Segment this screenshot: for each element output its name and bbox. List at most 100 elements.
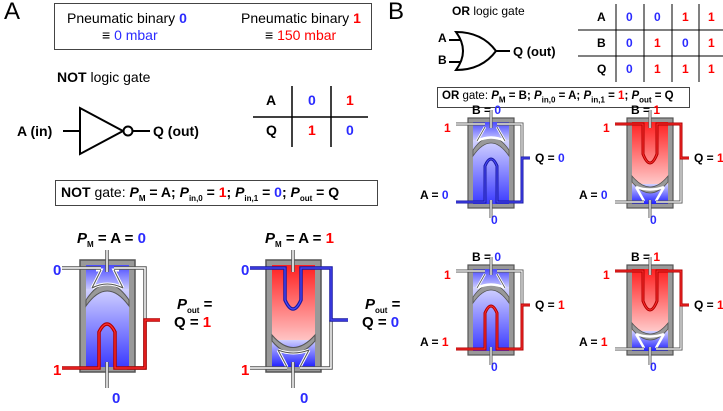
pm-eq: = A = (281, 230, 326, 247)
tt-header-b: B (597, 36, 606, 50)
or-valve-bottom-label: 0 (491, 213, 498, 227)
binary0-value: 0 (179, 10, 187, 26)
eq-pin0: P (534, 90, 542, 102)
valve-a1-top-label: PM = A = 1 (265, 230, 334, 249)
a-label: A = (420, 188, 442, 202)
or-valve-b-label: B = 0 (472, 103, 501, 117)
or-body (454, 30, 498, 72)
not-triangle (79, 106, 126, 156)
q-label: Q = (535, 151, 559, 165)
blue-u-channel (250, 267, 348, 321)
valve-seat-outline (277, 349, 310, 368)
or-valve-top-input-label: 1 (603, 268, 610, 282)
eq-pout-sub: out (299, 193, 313, 203)
tt-cell: 1 (346, 92, 354, 108)
top-in-val: 1 (603, 121, 610, 135)
top-in-val: 1 (444, 121, 451, 135)
eq-sep: ; (281, 184, 291, 200)
valve-a0-left-bottom-label: 1 (53, 362, 62, 379)
eq-pin1-val: 0 (274, 184, 282, 200)
not-gate-title: NOT logic gate (57, 69, 150, 85)
eq-pm-val: = A; (145, 184, 180, 200)
or-gate-title-bold: OR (452, 4, 470, 18)
eq-pout-val: = Q (312, 184, 340, 200)
binary1-value: 1 (353, 10, 361, 26)
equiv-symbol: ≡ (265, 27, 278, 43)
pm-symbol: P (77, 230, 88, 247)
bottom-val: 0 (491, 360, 498, 374)
or-valve-bottom-label: 0 (491, 360, 498, 374)
valve-a0-bottom-label: 0 (112, 390, 121, 407)
binary0-legend: Pneumatic binary 0 (67, 10, 187, 26)
tt-cell: 1 (654, 36, 661, 50)
b-val: 1 (653, 103, 661, 117)
tt-header-a: A (266, 92, 277, 108)
valve-a1-q-label: Q = 0 (362, 314, 399, 331)
or-valve-b-label: B = 0 (472, 250, 501, 264)
or-valve-top-input-label: 1 (444, 121, 451, 135)
valve-a1-left-bottom-label: 1 (241, 362, 250, 379)
tt-header-a: A (597, 10, 606, 24)
a-channel (615, 305, 682, 350)
eq-gate-rest: gate: (459, 90, 492, 102)
pm-sub: M (275, 240, 282, 249)
tt-cell: 0 (626, 62, 633, 76)
or-output-label: Q (out) (513, 44, 556, 59)
tt-cell: 1 (708, 10, 715, 24)
eq-pout-sub: out (639, 95, 652, 105)
binary1-pressure: 150 mbar (277, 27, 337, 43)
b-u-channel (615, 270, 689, 311)
bottom-val: 0 (650, 360, 657, 374)
pout-eq: = (199, 296, 213, 313)
tt-cell: 1 (654, 62, 661, 76)
tt-cell: 0 (626, 10, 633, 24)
eq-sep: ; (624, 90, 632, 102)
tt-cell: 0 (626, 36, 633, 50)
or-gate-title-rest: logic gate (470, 4, 525, 18)
tt-cell: 1 (708, 36, 715, 50)
eq-pout: P (631, 90, 640, 102)
not-output-label: Q (out) (153, 123, 199, 139)
valve-a1-left-top-label: 0 (241, 262, 250, 279)
eq-pin0-sub: in,0 (541, 95, 556, 105)
eq-gate-bold: OR (442, 90, 460, 102)
b-label: B = (631, 103, 654, 117)
equiv-symbol: ≡ (102, 27, 115, 43)
q-val: 1 (202, 314, 212, 331)
q-label: Q = (694, 298, 718, 312)
b-label: B = (472, 103, 495, 117)
tt-cell: 1 (682, 10, 689, 24)
pout-sub: out (375, 306, 388, 315)
or-valve-bottom-label: 0 (650, 213, 657, 227)
b-val: 0 (494, 103, 502, 117)
eq-pin1-eq: = (604, 90, 619, 102)
a-val: 0 (441, 188, 449, 202)
pm-val: 0 (137, 230, 146, 247)
binary0-text: Pneumatic binary (67, 10, 180, 26)
bottom-val: 0 (650, 213, 657, 227)
membrane (271, 333, 316, 354)
a-u-channel (456, 304, 530, 350)
or-valve-top-input-label: 1 (444, 268, 451, 282)
eq-sep: ; (226, 184, 236, 200)
membrane (472, 136, 510, 158)
membrane (472, 283, 510, 305)
or-valve-a-label: A = 0 (579, 188, 608, 202)
or-valve-q-label: Q = 0 (535, 151, 565, 165)
q-val: 0 (390, 314, 400, 331)
tt-cell: 1 (708, 62, 715, 76)
bottom-channel (250, 320, 332, 369)
valve-seat (634, 332, 666, 349)
a-label: A = (579, 335, 601, 349)
eq-pin0-eq: = (202, 184, 219, 200)
q-label: Q = (694, 151, 718, 165)
binary1-text: Pneumatic binary (241, 10, 354, 26)
eq-pin1-eq: = (258, 184, 275, 200)
